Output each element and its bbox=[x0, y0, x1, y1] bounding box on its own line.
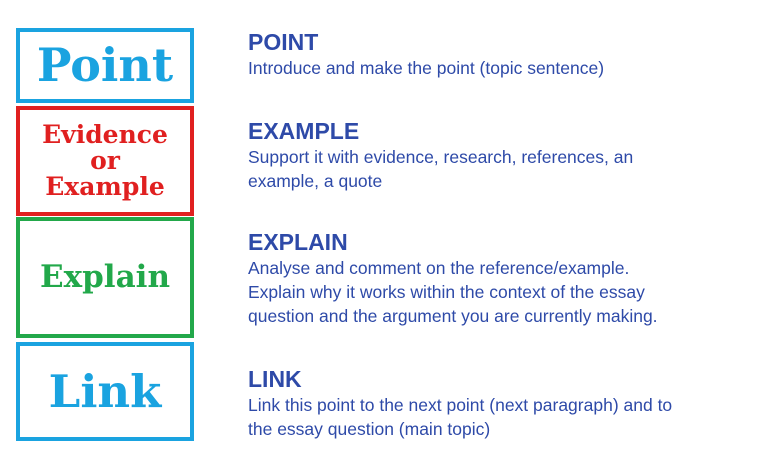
point-title: POINT bbox=[248, 29, 319, 55]
link-description: LINK Link this point to the next point (… bbox=[248, 366, 768, 441]
point-description: POINT Introduce and make the point (topi… bbox=[248, 29, 768, 80]
example-title: EXAMPLE bbox=[248, 118, 360, 144]
explain-box-label: Explain bbox=[40, 259, 170, 296]
link-box: Link bbox=[16, 342, 194, 441]
example-text-line2: example, a quote bbox=[248, 171, 383, 191]
explain-title: EXPLAIN bbox=[248, 229, 348, 255]
explain-box: Explain bbox=[16, 217, 194, 338]
example-box: Evidence or Example bbox=[16, 106, 194, 216]
example-box-label-line3: Example bbox=[45, 172, 165, 202]
link-text-line1: Link this point to the next point (next … bbox=[248, 395, 673, 415]
link-title: LINK bbox=[248, 366, 302, 392]
example-text-line1: Support it with evidence, research, refe… bbox=[248, 147, 634, 167]
example-description: EXAMPLE Support it with evidence, resear… bbox=[248, 118, 768, 193]
explain-text-line3: question and the argument you are curren… bbox=[248, 306, 658, 326]
point-text-line1: Introduce and make the point (topic sent… bbox=[248, 58, 605, 78]
explain-description: EXPLAIN Analyse and comment on the refer… bbox=[248, 229, 768, 328]
link-text-line2: the essay question (main topic) bbox=[248, 419, 491, 439]
point-box-label: Point bbox=[36, 38, 174, 93]
point-box: Point bbox=[16, 28, 194, 103]
example-box-label-line2: or bbox=[90, 145, 120, 175]
link-box-label: Link bbox=[48, 364, 162, 418]
explain-text-line2: Explain why it works within the context … bbox=[248, 282, 645, 302]
explain-text-line1: Analyse and comment on the reference/exa… bbox=[248, 258, 630, 278]
example-box-label-line1: Evidence bbox=[42, 119, 168, 149]
